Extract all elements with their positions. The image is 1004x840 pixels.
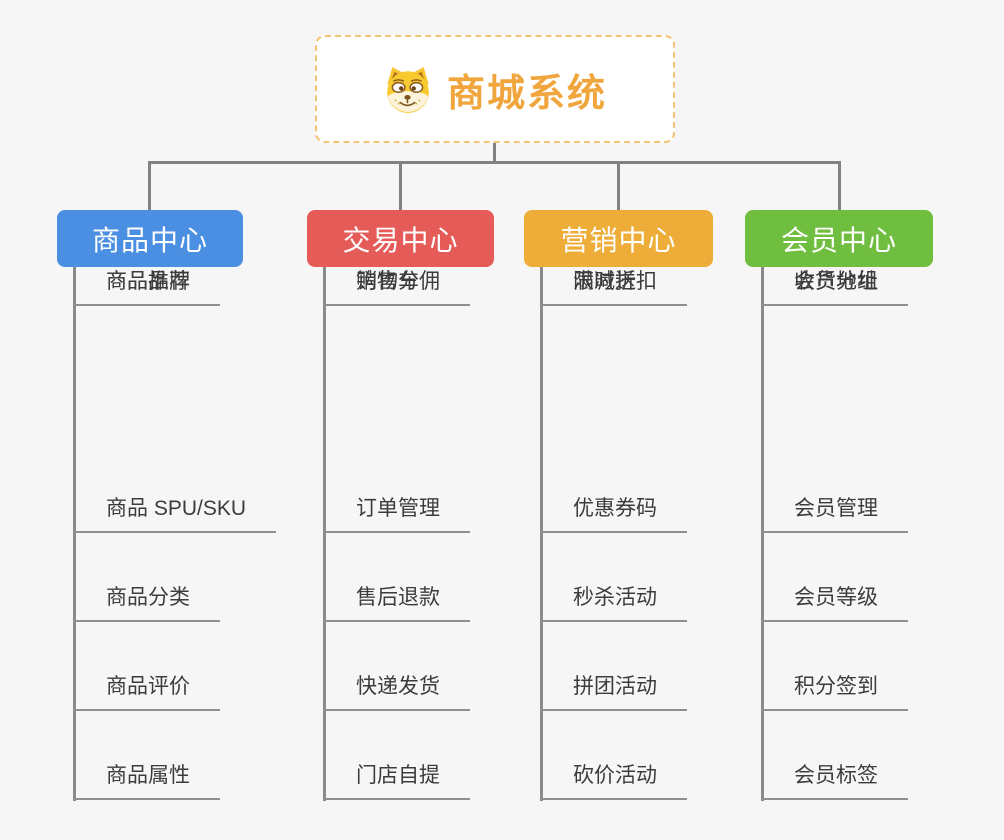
branch-drop-connector — [148, 161, 151, 210]
root-title: 商城系统 — [446, 72, 607, 115]
leaf-node[interactable]: 销售分佣 — [323, 267, 470, 306]
leaf-node[interactable]: 砍价活动 — [540, 761, 687, 800]
leaf-node[interactable]: 拼团活动 — [540, 672, 687, 711]
branch-column-member: 会员中心 会员管理 会员等级 积分签到 会员标签 会员分组 收货地址 — [745, 210, 933, 810]
branch-drop-connector — [399, 161, 402, 210]
branch-connector-line — [540, 267, 543, 801]
branch-connector-line — [323, 267, 326, 801]
leaf-node[interactable]: 商品品牌 — [73, 267, 220, 306]
branch-node-product-center[interactable]: 商品中心 — [57, 210, 243, 267]
leaf-node[interactable]: 秒杀活动 — [540, 583, 687, 622]
leaf-node[interactable]: 会员标签 — [761, 761, 908, 800]
branch-drop-connector — [617, 161, 620, 210]
root-stem-connector — [493, 143, 496, 163]
leaf-node[interactable]: 商品属性 — [73, 761, 220, 800]
branch-node-member-center[interactable]: 会员中心 — [745, 210, 933, 267]
leaf-node[interactable]: 积分签到 — [761, 672, 908, 711]
branch-connector-line — [761, 267, 764, 801]
leaf-node[interactable]: 商品评价 — [73, 672, 220, 711]
leaf-node[interactable]: 快递发货 — [323, 672, 470, 711]
leaf-node[interactable]: 订单管理 — [323, 494, 470, 533]
branch-column-product: 商品中心 商品 SPU/SKU 商品分类 商品评价 商品属性 商品推荐 商品品牌 — [57, 210, 277, 810]
leaf-node[interactable]: 会员管理 — [761, 494, 908, 533]
root-node[interactable]: 商城系统 — [315, 35, 675, 143]
leaf-node[interactable]: 门店自提 — [323, 761, 470, 800]
leaf-node[interactable]: 收货地址 — [761, 267, 908, 306]
leaf-node[interactable]: 商品 SPU/SKU — [73, 494, 277, 533]
leaf-node[interactable]: 优惠券码 — [540, 494, 687, 533]
branch-column-trade: 交易中心 订单管理 售后退款 快递发货 门店自提 购物车 销售分佣 — [307, 210, 494, 810]
doge-dog-icon — [383, 65, 433, 113]
branch-column-marketing: 营销中心 优惠券码 秒杀活动 拼团活动 砍价活动 限时折扣 满减送 — [524, 210, 713, 810]
branch-node-marketing-center[interactable]: 营销中心 — [524, 210, 713, 267]
leaf-node[interactable]: 会员等级 — [761, 583, 908, 622]
leaf-node[interactable]: 满减送 — [540, 267, 666, 306]
leaf-node[interactable]: 商品分类 — [73, 583, 220, 622]
branch-node-trade-center[interactable]: 交易中心 — [307, 210, 494, 267]
leaf-node[interactable]: 售后退款 — [323, 583, 470, 622]
branch-drop-connector — [838, 161, 841, 210]
branch-connector-line — [73, 267, 76, 801]
branch-bus-connector — [148, 161, 841, 164]
